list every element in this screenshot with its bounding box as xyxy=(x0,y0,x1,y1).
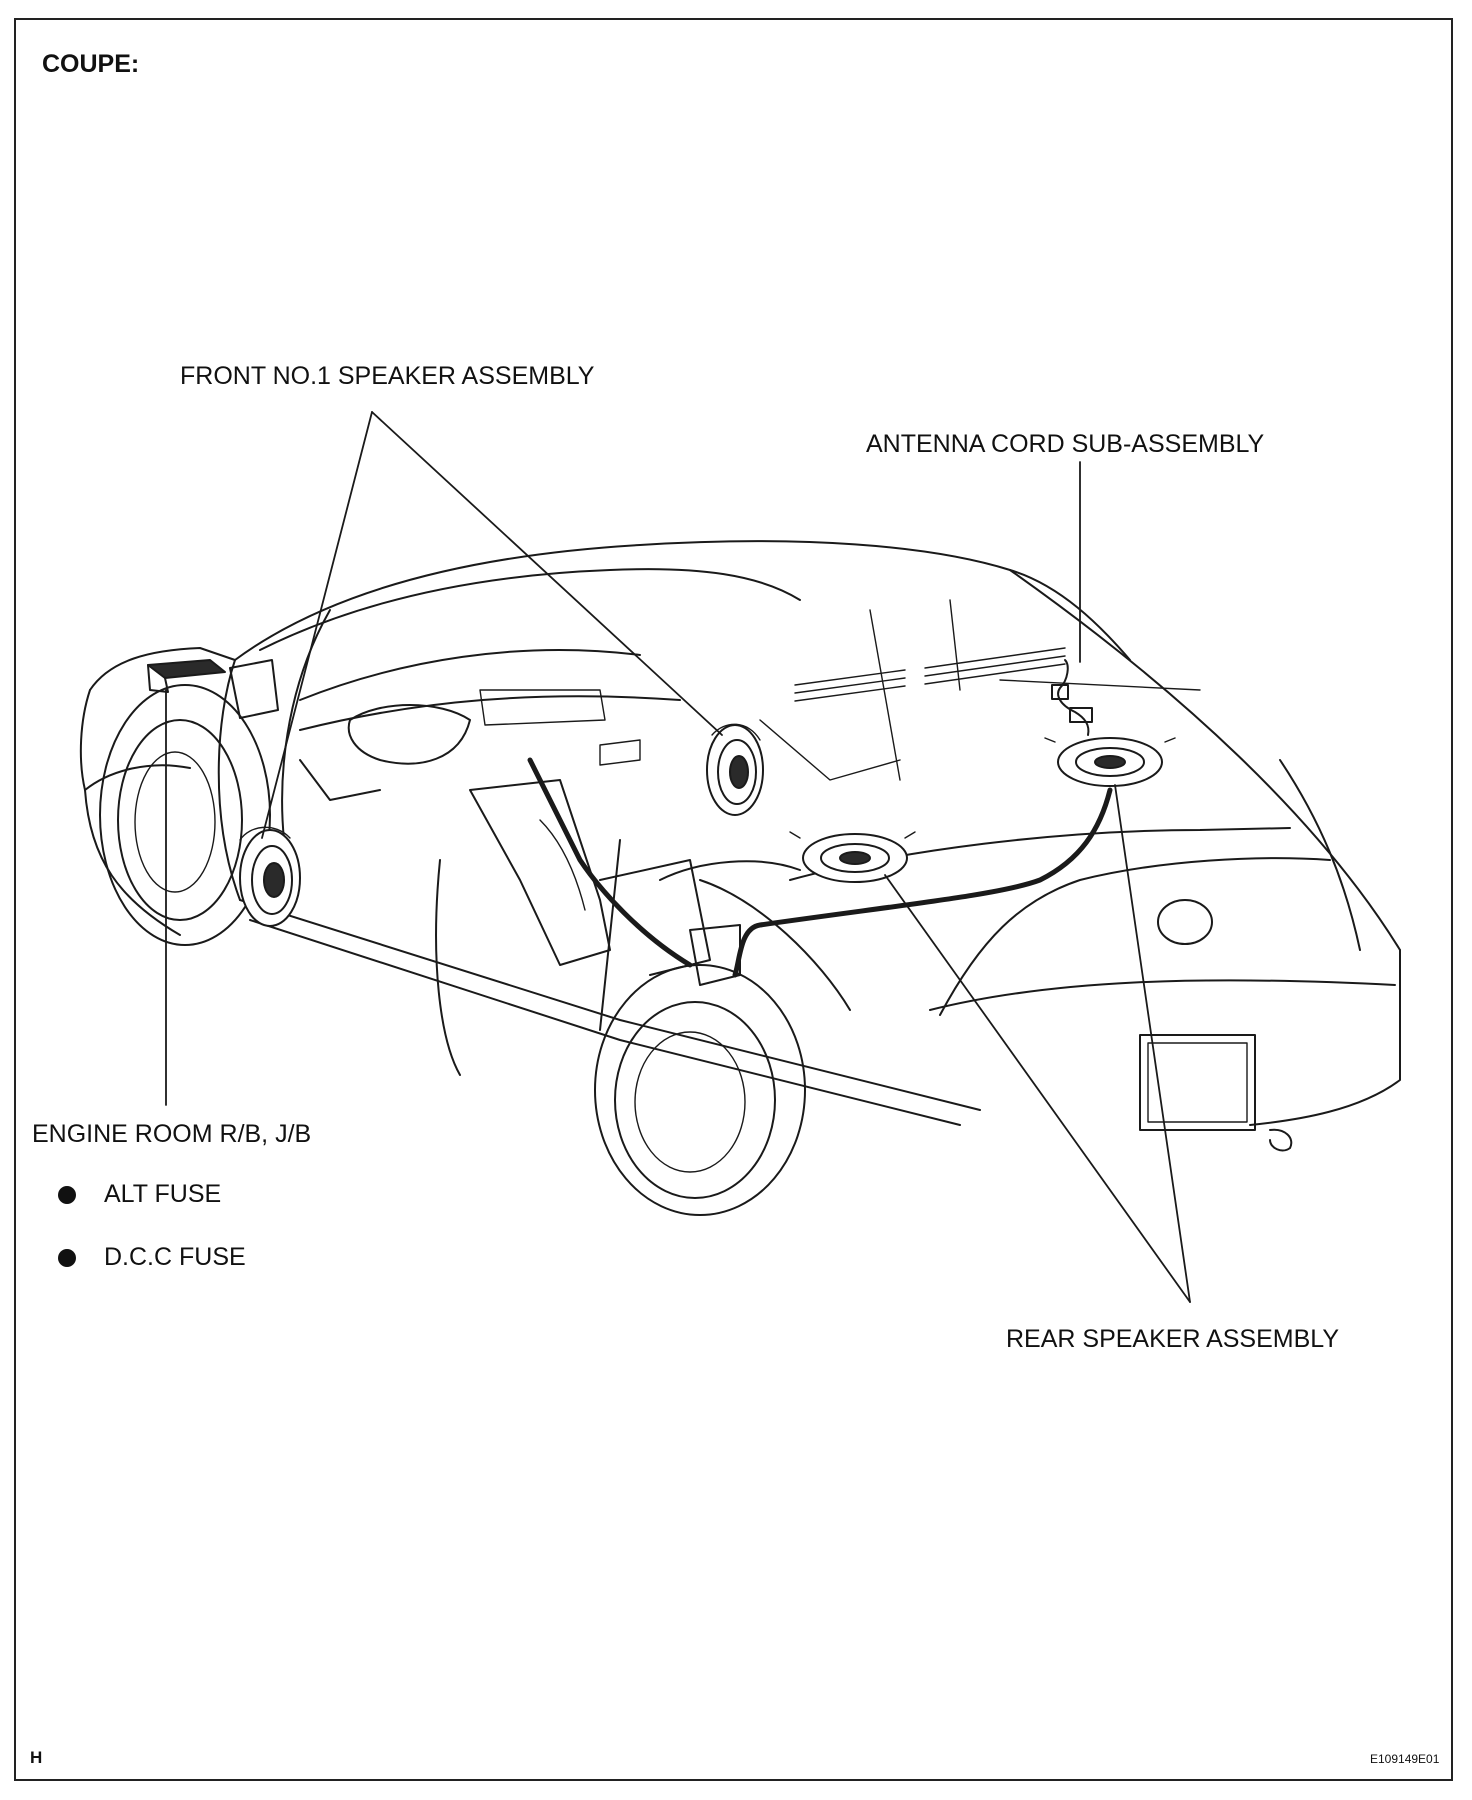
rear-speaker-label: REAR SPEAKER ASSEMBLY xyxy=(1006,1325,1339,1353)
rear-speaker-right xyxy=(1044,737,1176,787)
front-speaker-right xyxy=(706,723,764,816)
engine-room-label: ENGINE ROOM R/B, J/B xyxy=(32,1120,312,1148)
leader-lines xyxy=(165,411,1191,1303)
rear-speaker-left xyxy=(789,831,916,883)
figure-id: E109149E01 xyxy=(1370,1752,1440,1766)
fuse-list-item: ALT FUSE xyxy=(58,1180,221,1209)
page-marker: H xyxy=(30,1748,43,1767)
engine-room-relay-block xyxy=(147,659,226,693)
wheels xyxy=(99,684,806,1216)
diagram-frame xyxy=(14,18,1453,1781)
front-speaker-left xyxy=(239,826,301,927)
antenna-cord xyxy=(1051,659,1093,736)
front-speaker-label: FRONT NO.1 SPEAKER ASSEMBLY xyxy=(180,362,595,390)
antenna-cord-label: ANTENNA CORD SUB-ASSEMBLY xyxy=(866,430,1265,458)
bullet-dot xyxy=(58,1248,76,1267)
fuse-list-item: D.C.C FUSE xyxy=(58,1243,246,1272)
section-title: COUPE: xyxy=(42,50,140,78)
bullet-dot xyxy=(58,1185,76,1204)
alt-fuse-label: ALT FUSE xyxy=(104,1180,222,1208)
dcc-fuse-label: D.C.C FUSE xyxy=(104,1243,246,1271)
speaker-wire-harness xyxy=(527,757,1113,978)
